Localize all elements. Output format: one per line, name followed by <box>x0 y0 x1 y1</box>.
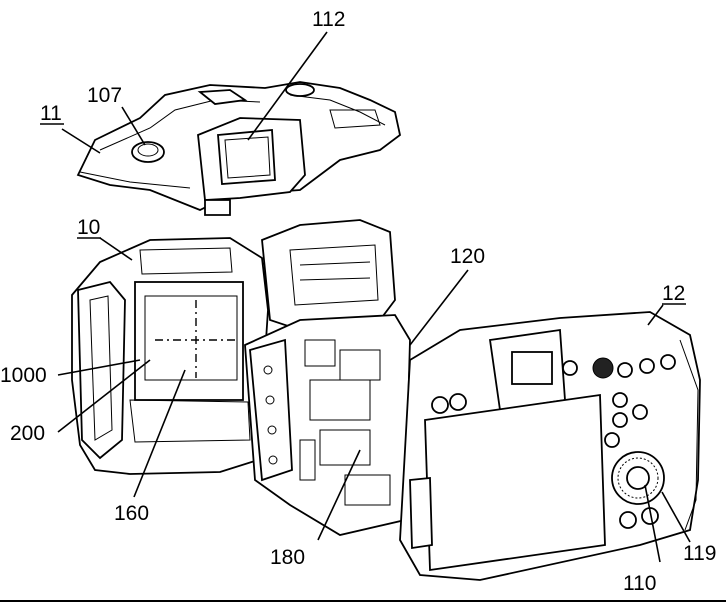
leader-lines <box>57 31 691 563</box>
label-12: 12 <box>662 282 685 305</box>
label-10: 10 <box>77 216 100 239</box>
label-200: 200 <box>10 422 45 445</box>
label-11: 11 <box>40 102 62 125</box>
label-1000: 1000 <box>0 364 47 387</box>
label-120: 120 <box>450 245 485 268</box>
label-119: 119 <box>683 542 716 565</box>
inner-chassis <box>261 219 396 331</box>
label-112: 112 <box>312 8 345 31</box>
rear-cover-unit <box>399 311 701 581</box>
label-180: 180 <box>270 546 305 569</box>
reference-labels: 11 107 112 10 120 12 1000 200 160 180 11… <box>0 8 716 595</box>
front-body <box>71 237 269 475</box>
eyepiece-frame <box>197 117 306 216</box>
label-160: 160 <box>114 502 149 525</box>
label-110: 110 <box>623 572 656 595</box>
label-107: 107 <box>87 84 122 107</box>
main-circuit-board <box>244 314 411 536</box>
